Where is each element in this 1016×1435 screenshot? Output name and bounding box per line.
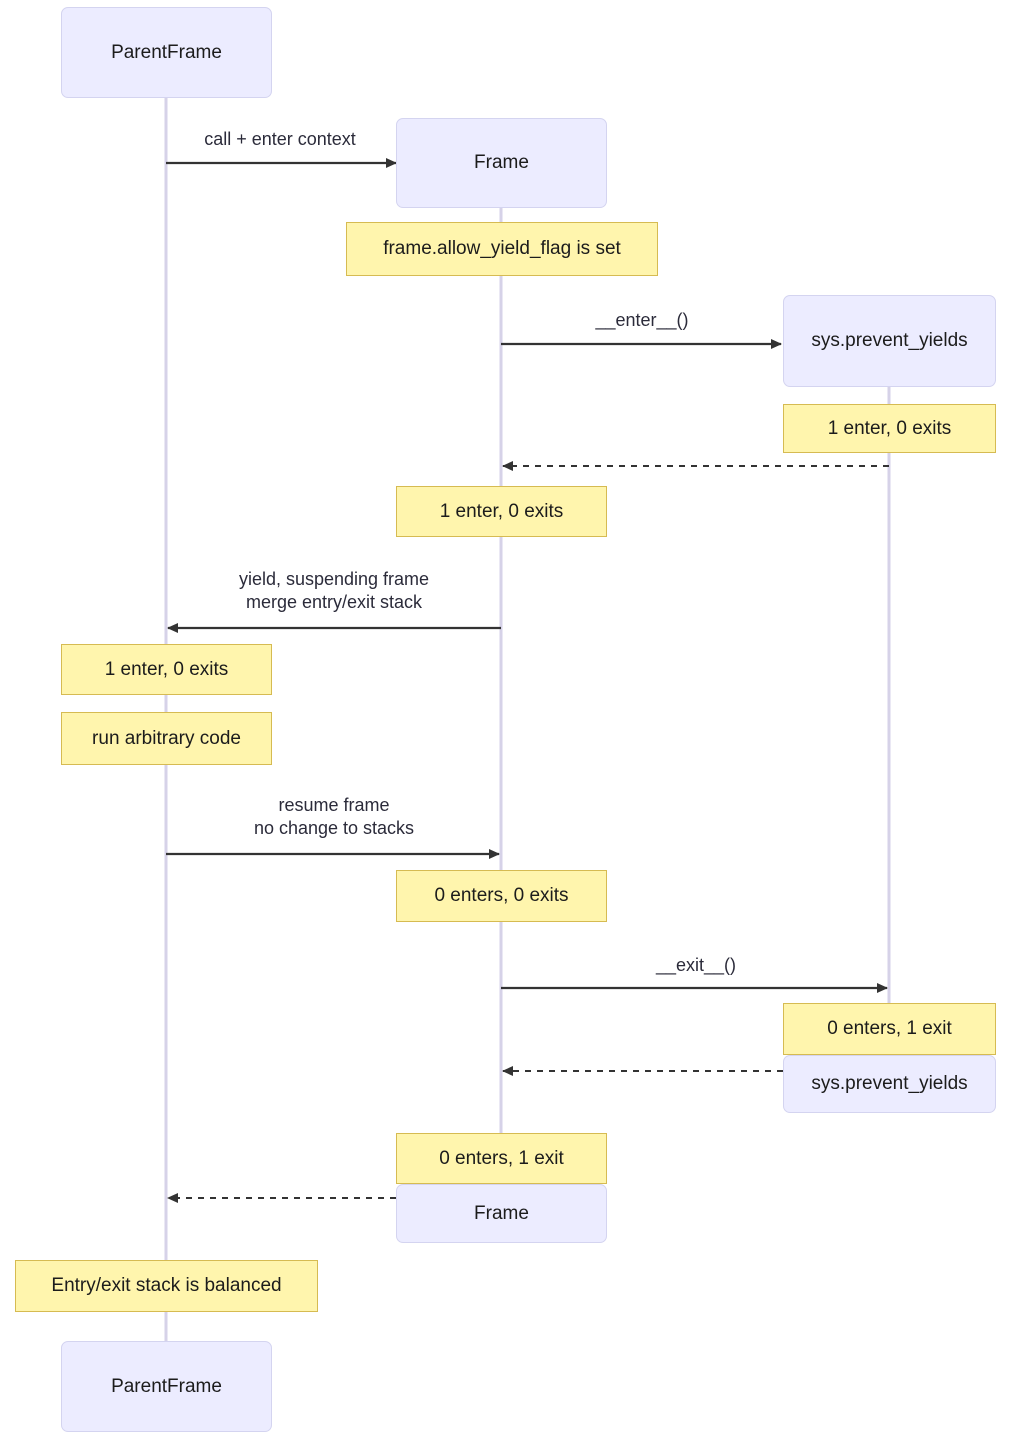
message-label-m4: yield, suspending frame merge entry/exit… bbox=[238, 569, 430, 613]
actor-label: Frame bbox=[474, 1202, 529, 1224]
note-text: 1 enter, 0 exits bbox=[439, 500, 564, 522]
actor-label: sys.prevent_yields bbox=[811, 1073, 968, 1094]
message-label-m2: __enter__() bbox=[595, 310, 689, 330]
actor-box-frame-bottom: Frame bbox=[396, 1184, 607, 1243]
actor-box-frame-top: Frame bbox=[396, 118, 607, 208]
note-text: 1 enter, 0 exits bbox=[827, 417, 952, 439]
note-text: frame.allow_yield_flag is set bbox=[383, 238, 621, 259]
actor-box-prevent-top: sys.prevent_yields bbox=[783, 295, 996, 387]
note-n2: 1 enter, 0 exits bbox=[783, 404, 996, 453]
note-n8: 0 enters, 1 exit bbox=[396, 1133, 607, 1184]
note-text: 0 enters, 1 exit bbox=[827, 1018, 952, 1039]
message-label-m5: resume frame no change to stacks bbox=[253, 795, 415, 839]
actor-box-parent-bottom: ParentFrame bbox=[61, 1341, 272, 1432]
note-n1: frame.allow_yield_flag is set bbox=[346, 222, 658, 276]
note-n3: 1 enter, 0 exits bbox=[396, 486, 607, 537]
actor-label: ParentFrame bbox=[111, 41, 222, 63]
note-text: 0 enters, 1 exit bbox=[439, 1147, 564, 1169]
note-n4: 1 enter, 0 exits bbox=[61, 644, 272, 695]
message-label-m1: call + enter context bbox=[204, 129, 356, 149]
note-text: run arbitrary code bbox=[92, 727, 241, 749]
note-text: Entry/exit stack is balanced bbox=[51, 1275, 282, 1296]
actor-label: Frame bbox=[474, 152, 529, 173]
note-n7: 0 enters, 1 exit bbox=[783, 1003, 996, 1055]
actor-label: ParentFrame bbox=[111, 1375, 222, 1397]
note-n9: Entry/exit stack is balanced bbox=[15, 1260, 318, 1312]
actor-box-prevent-bottom: sys.prevent_yields bbox=[783, 1055, 996, 1113]
note-text: 1 enter, 0 exits bbox=[104, 658, 229, 680]
actor-label: sys.prevent_yields bbox=[811, 330, 968, 351]
actor-box-parent-top: ParentFrame bbox=[61, 7, 272, 98]
message-label-m6: __exit__() bbox=[655, 955, 737, 975]
note-text: 0 enters, 0 exits bbox=[434, 885, 569, 906]
note-n6: 0 enters, 0 exits bbox=[396, 870, 607, 922]
note-n5: run arbitrary code bbox=[61, 712, 272, 765]
